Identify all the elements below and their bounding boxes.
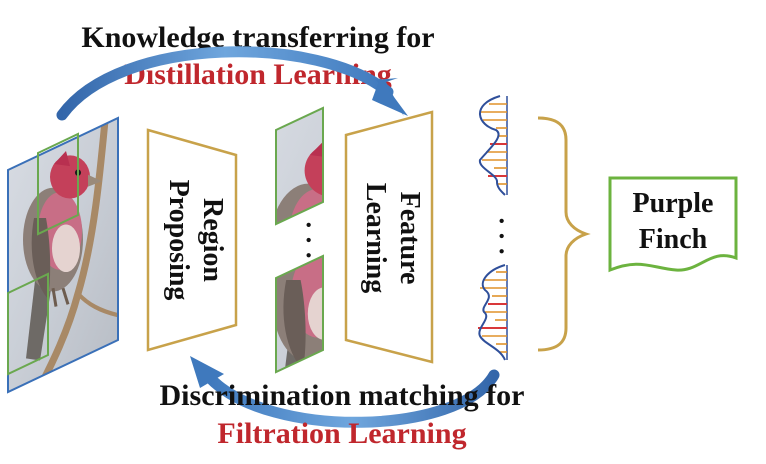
curly-brace bbox=[537, 116, 591, 352]
output-label-line1: Purple bbox=[633, 188, 714, 219]
region-box-head bbox=[37, 132, 79, 236]
feature-learning-module: Feature Learning bbox=[344, 110, 434, 364]
feature-learning-label-line1: Feature bbox=[394, 192, 425, 285]
feature-vector-top bbox=[478, 95, 508, 196]
bottom-caption-line1: Discrimination matching for bbox=[160, 379, 525, 412]
region-proposing-module: Region Proposing bbox=[146, 128, 238, 352]
region-proposing-label-line1: Region bbox=[197, 198, 228, 282]
bottom-caption-line2: Filtration Learning bbox=[217, 417, 466, 450]
feature-learning-label-line2: Learning bbox=[360, 183, 391, 293]
cropped-region-bottom bbox=[275, 254, 324, 374]
feature-vector-bottom bbox=[478, 264, 508, 361]
region-box-body bbox=[7, 272, 49, 376]
vector-ellipsis: · · · bbox=[487, 216, 516, 255]
distillation-arrow bbox=[56, 46, 408, 121]
output-class-box: Purple Finch bbox=[608, 176, 738, 273]
region-proposing-label-line2: Proposing bbox=[163, 180, 194, 301]
crop-ellipsis: · · · bbox=[294, 220, 323, 259]
input-bird-image bbox=[7, 116, 119, 394]
cropped-region-top bbox=[275, 106, 324, 226]
filtration-arrow bbox=[190, 356, 500, 428]
output-label-line2: Finch bbox=[639, 224, 708, 255]
